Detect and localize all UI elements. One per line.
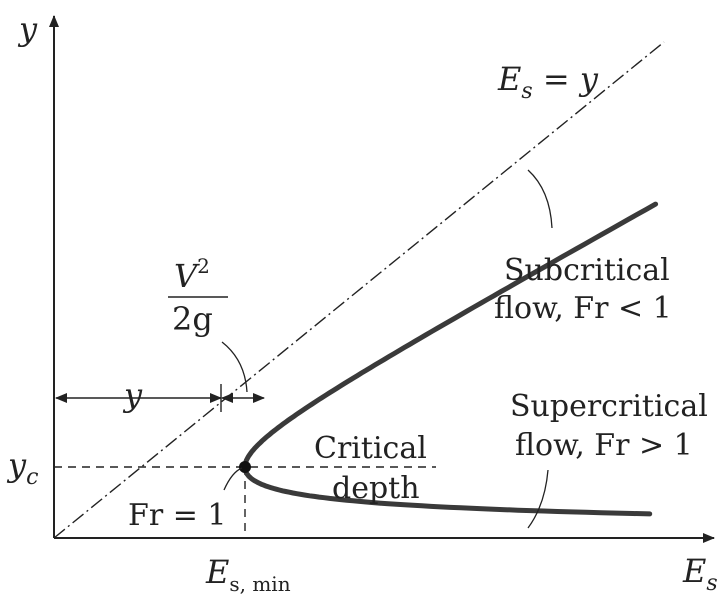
subcritical-label-1: Subcritical (504, 253, 670, 288)
velocity-head-denominator: 2g (172, 300, 213, 338)
critical-depth-label-2: depth (332, 471, 420, 506)
x-axis-label: Es (682, 552, 718, 596)
supercritical-label-2: flow, Fr > 1 (515, 428, 693, 463)
supercritical-leader (527, 469, 549, 529)
subcritical-label-2: flow, Fr < 1 (494, 291, 672, 326)
fr-one-label: Fr = 1 (128, 498, 226, 533)
esmin-label: Es, min (205, 553, 291, 596)
velocity-head-leader (221, 341, 248, 393)
subcritical-leader (527, 169, 553, 229)
asymptote-line (53, 41, 665, 539)
supercritical-label-1: Supercritical (510, 389, 708, 424)
y-dimension-label: y (122, 376, 143, 414)
yc-label: yc (6, 446, 38, 490)
fr-one-leader (223, 467, 243, 491)
specific-energy-curve (242, 201, 659, 517)
velocity-head-numerator: V2 (174, 254, 210, 295)
critical-point (239, 461, 251, 473)
critical-depth-label-1: Critical (314, 431, 427, 466)
y-axis-label: y (17, 10, 38, 48)
asymptote-label: Es = y (497, 60, 599, 104)
